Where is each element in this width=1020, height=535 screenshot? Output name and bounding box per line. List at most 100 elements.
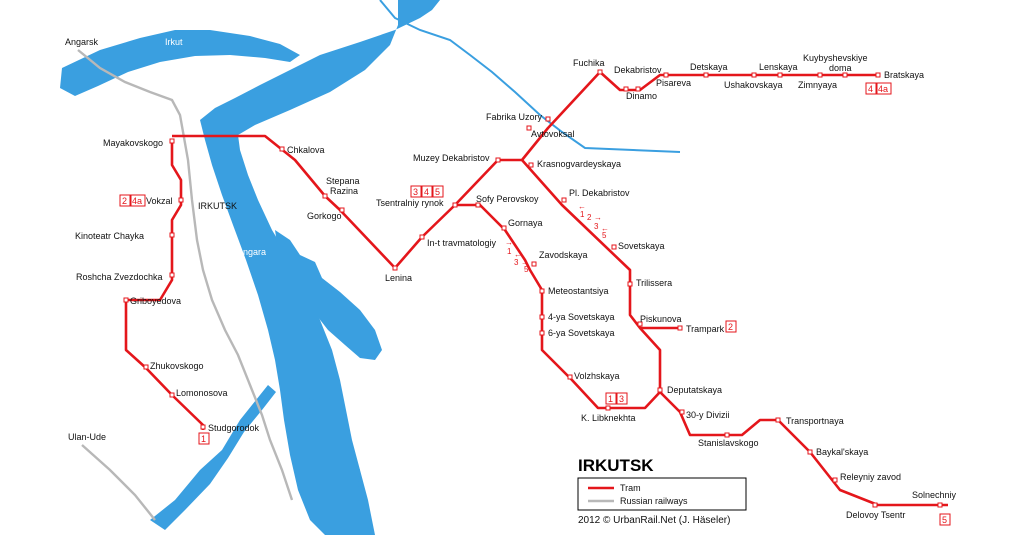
badge-studgorodok-1: 1 — [198, 432, 210, 445]
ushakovka-river — [379, 0, 681, 153]
stop-gornaya[interactable] — [501, 225, 507, 231]
stop-delovoy[interactable] — [872, 502, 878, 508]
badge-rynok-3: 3 — [410, 185, 422, 198]
dir-tr-d: 3 — [514, 258, 519, 267]
svg-text:4a: 4a — [878, 84, 888, 94]
stop-vokzal[interactable] — [178, 197, 184, 203]
legend-box — [577, 477, 747, 511]
label-studgorodok: Studgorodok — [208, 423, 260, 433]
stop-markers — [123, 69, 943, 508]
label-baykalskaya: Baykal'skaya — [816, 447, 868, 457]
stop-pisareva[interactable] — [663, 72, 669, 78]
label-pl-dekabristov: Pl. Dekabristov — [569, 188, 630, 198]
dir-pl-b: 1 — [580, 210, 585, 219]
label-vokzal: Vokzal — [146, 196, 173, 206]
dir-pl-c: 2 — [587, 213, 592, 222]
stop-transportnaya[interactable] — [775, 417, 781, 423]
stop-zimnyaya[interactable] — [842, 72, 848, 78]
stop-sovetskaya[interactable] — [611, 244, 617, 250]
stop-krasnogvardeyskaya[interactable] — [528, 162, 534, 168]
stop-chkalova[interactable] — [279, 146, 285, 152]
label-fuchika: Fuchika — [573, 58, 605, 68]
label-piskunova: Piskunova — [640, 314, 682, 324]
stop-kinoteatr[interactable] — [169, 232, 175, 238]
svg-text:1: 1 — [608, 394, 613, 404]
stop-sov4[interactable] — [539, 314, 545, 320]
stop-rynok[interactable] — [452, 202, 458, 208]
place-labels: Angarsk Ulan-Ude IRKUTSK Irkut Angara — [65, 37, 266, 442]
stop-kuybyshevskiye[interactable] — [817, 72, 823, 78]
badge-libknekhta-1: 1 — [605, 392, 617, 405]
stop-zhukovskogo[interactable] — [143, 364, 149, 370]
label-ushakovskaya: Ushakovskaya — [724, 80, 783, 90]
badge-rynok-4: 4 — [421, 185, 433, 198]
stop-sofy[interactable] — [475, 202, 481, 208]
stop-travmatologii[interactable] — [419, 234, 425, 240]
label-sov4: 4-ya Sovetskaya — [548, 312, 615, 322]
stop-muzey[interactable] — [495, 157, 501, 163]
label-zavodskaya: Zavodskaya — [539, 250, 588, 260]
stop-roshcha[interactable] — [169, 272, 175, 278]
label-zimnyaya: Zimnyaya — [798, 80, 837, 90]
railway-ulan-ude — [81, 444, 156, 521]
stop-fuchika[interactable] — [597, 69, 603, 75]
stop-trilissera[interactable] — [627, 281, 633, 287]
label-roshcha: Roshcha Zvezdochka — [76, 272, 163, 282]
irkut-river — [60, 30, 300, 96]
stop-griboyedova[interactable] — [123, 297, 129, 303]
label-avtovoksal: Avtovoksal — [531, 129, 574, 139]
angara-river — [200, 0, 440, 535]
stop-zavodskaya[interactable] — [531, 261, 537, 267]
tram-line-central — [172, 134, 661, 410]
stop-lomonosova[interactable] — [169, 392, 175, 398]
stop-detskaya[interactable] — [703, 72, 709, 78]
stop-studgorodok[interactable] — [200, 424, 206, 430]
label-mayakovskogo: Mayakovskogo — [103, 138, 163, 148]
svg-text:3: 3 — [413, 187, 418, 197]
label-lenskaya: Lenskaya — [759, 62, 798, 72]
label-krasnogvardeyskaya: Krasnogvardeyskaya — [537, 159, 621, 169]
label-rynok: Tsentralniy rynok — [376, 198, 444, 208]
svg-text:3: 3 — [619, 394, 624, 404]
label-muzey: Muzey Dekabristov — [413, 153, 490, 163]
stop-stanislavskogo[interactable] — [724, 432, 730, 438]
label-trampark: Trampark — [686, 324, 725, 334]
stop-mayakovskogo[interactable] — [169, 138, 175, 144]
svg-text:2: 2 — [122, 196, 127, 206]
stop-solnechniy[interactable] — [937, 502, 943, 508]
stop-meteostantsiya[interactable] — [539, 288, 545, 294]
stop-releyniy[interactable] — [832, 477, 838, 483]
svg-text:4: 4 — [868, 84, 873, 94]
stop-deputatskaya[interactable] — [657, 387, 663, 393]
label-sov6: 6-ya Sovetskaya — [548, 328, 615, 338]
label-kuyb1: Kuybyshevskiye — [803, 53, 868, 63]
stop-libknekhta[interactable] — [605, 405, 611, 411]
stop-bratskaya[interactable] — [875, 72, 881, 78]
stop-ushakovskaya[interactable] — [751, 72, 757, 78]
stop-dinamo[interactable] — [635, 86, 641, 92]
stop-lenina[interactable] — [392, 265, 398, 271]
label-razina: Razina — [330, 186, 358, 196]
stop-lenskaya[interactable] — [777, 72, 783, 78]
stop-gorkogo[interactable] — [339, 207, 345, 213]
water-layer — [60, 0, 681, 535]
stop-fabrika[interactable] — [526, 125, 532, 131]
stop-piskunova[interactable] — [637, 321, 643, 327]
legend-block: IRKUTSK Tram Russian railways 2012 © Urb… — [577, 456, 747, 526]
badge-vokzal-4a: 4a — [130, 194, 146, 207]
stop-volzhskaya[interactable] — [567, 374, 573, 380]
stop-pl-dekabristov[interactable] — [561, 197, 567, 203]
stop-divizii[interactable] — [679, 409, 685, 415]
stop-sov6[interactable] — [539, 330, 545, 336]
label-volzhskaya: Volzhskaya — [574, 371, 620, 381]
badge-rynok-5: 5 — [432, 185, 444, 198]
stop-trampark[interactable] — [677, 325, 683, 331]
label-bratskaya: Bratskaya — [884, 70, 924, 80]
lower-islands — [298, 395, 360, 505]
label-dekabristov: Dekabristov — [614, 65, 662, 75]
stop-stepana-razina[interactable] — [322, 193, 328, 199]
stop-avtovoksal[interactable] — [545, 116, 551, 122]
stop-baykalskaya[interactable] — [807, 449, 813, 455]
stop-dekabristov[interactable] — [623, 86, 629, 92]
map-credit: 2012 © UrbanRail.Net (J. Häseler) — [578, 515, 730, 526]
